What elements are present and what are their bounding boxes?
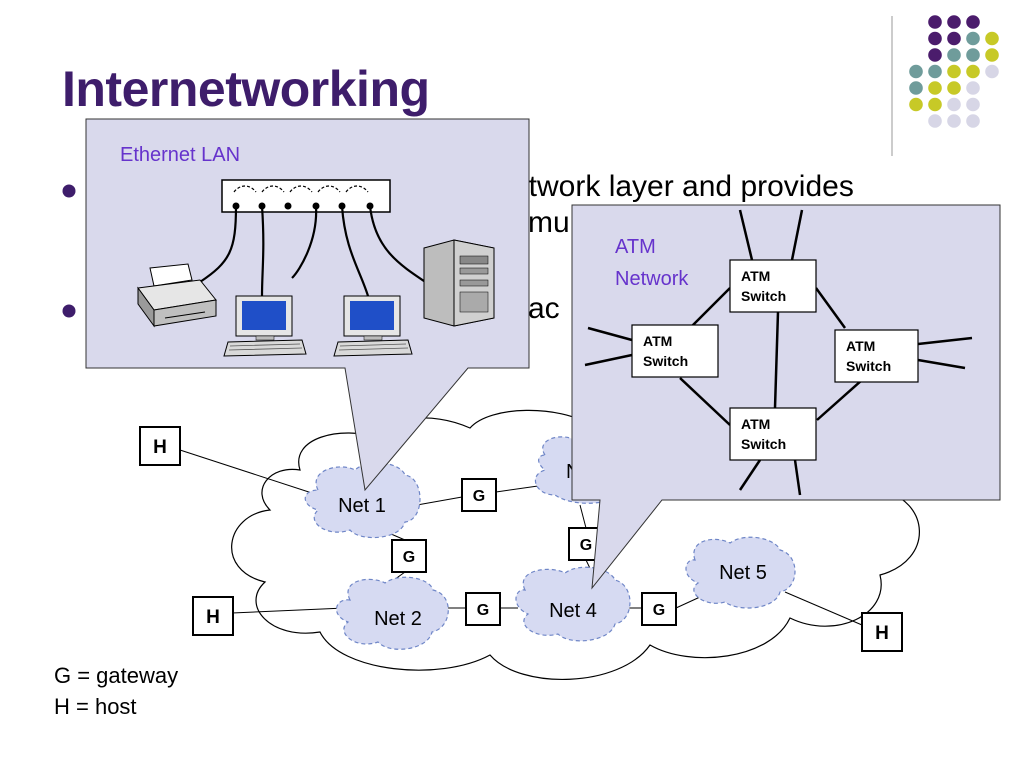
computer-1-icon (223, 295, 307, 357)
atm-switch-bottom-line2: Switch (741, 436, 786, 452)
atm-switch-right-line1: ATM (846, 338, 875, 354)
net-4: Net 4 (515, 566, 631, 642)
bullet-3-text: ac (528, 292, 560, 325)
decorative-dot (947, 97, 961, 112)
net-5: Net 5 (685, 536, 796, 609)
gateway-1: G (461, 478, 497, 512)
net-1-label: Net 1 (338, 495, 386, 517)
decorative-dot (966, 114, 980, 128)
ethernet-lan-label: Ethernet LAN (120, 144, 240, 166)
gateway-5-label: G (653, 602, 665, 619)
net-2-label: Net 2 (374, 608, 422, 630)
atm-switch-top-line1: ATM (741, 268, 770, 284)
host-3-label: H (875, 623, 889, 644)
bullet-dot-1 (62, 184, 76, 198)
decorative-dot (909, 97, 923, 112)
gateway-2-label: G (403, 549, 415, 566)
atm-network-label-line1: ATM (615, 236, 656, 258)
decorative-dot (985, 48, 999, 62)
host-1: H (139, 426, 181, 466)
legend-host: H = host (54, 694, 137, 719)
net-2: Net 2 (336, 576, 449, 650)
decorative-dot (928, 97, 942, 112)
ethernet-cables (199, 205, 431, 297)
gateway-5: G (641, 592, 677, 626)
atm-switch-left-line1: ATM (643, 333, 672, 349)
decorative-dot (947, 114, 961, 128)
decorative-dot (985, 64, 999, 79)
atm-switch-left: ATM Switch (631, 324, 719, 378)
computer-2-icon (333, 295, 413, 357)
decorative-dot (947, 15, 961, 29)
gateway-3: G (465, 592, 501, 626)
decorative-dot (966, 31, 980, 46)
gateway-3-label: G (477, 602, 489, 619)
gateway-4-label: G (580, 537, 592, 554)
net-4-label: Net 4 (549, 600, 597, 622)
decorative-dot (966, 15, 980, 29)
gateway-1-label: G (473, 488, 485, 505)
decorative-dot (966, 81, 980, 95)
host-2-label: H (206, 607, 220, 628)
decorative-dot (966, 97, 980, 112)
decorative-dot (928, 81, 942, 95)
host-2: H (192, 596, 234, 636)
decorative-dot-grid (891, 15, 999, 156)
gateway-2: G (391, 539, 427, 573)
decorative-dot (928, 64, 942, 79)
decorative-dot (947, 48, 961, 62)
slide-title: Internetworking (62, 61, 430, 117)
decorative-dot (985, 31, 999, 46)
net-5-label: Net 5 (719, 562, 767, 584)
legend-gateway: G = gateway (54, 663, 179, 688)
decorative-dot (947, 31, 961, 46)
atm-network-label-line2: Network (615, 268, 689, 290)
decorative-dot (947, 64, 961, 79)
host-3: H (861, 612, 903, 652)
atm-links (584, 209, 973, 496)
decorative-dot (928, 31, 942, 46)
server-icon (423, 239, 495, 327)
decorative-dot (928, 114, 942, 128)
host-1-label: H (153, 437, 167, 458)
decorative-dot (947, 81, 961, 95)
atm-switch-top: ATM Switch (729, 259, 817, 313)
bullet-1-text: etwork layer and provides (512, 170, 854, 203)
printer-icon (137, 263, 217, 328)
atm-switch-bottom: ATM Switch (729, 407, 817, 461)
atm-switch-bottom-line1: ATM (741, 416, 770, 432)
bullet-2-text: mul (528, 206, 577, 239)
decorative-dot (928, 48, 942, 62)
decorative-dot (966, 64, 980, 79)
decorative-dot (966, 48, 980, 62)
atm-switch-right: ATM Switch (834, 329, 919, 383)
ethernet-hub (221, 179, 391, 213)
atm-switch-left-line2: Switch (643, 353, 688, 369)
atm-switch-right-line2: Switch (846, 358, 891, 374)
decorative-dot (909, 81, 923, 95)
bullet-dot-2 (62, 304, 76, 318)
net-1: Net 1 (304, 462, 421, 539)
atm-switch-top-line2: Switch (741, 288, 786, 304)
decorative-dot (928, 15, 942, 29)
atm-callout: ATM Network (571, 204, 1001, 590)
decorative-dot (909, 64, 923, 79)
ethernet-callout: Ethernet LAN (85, 118, 530, 492)
